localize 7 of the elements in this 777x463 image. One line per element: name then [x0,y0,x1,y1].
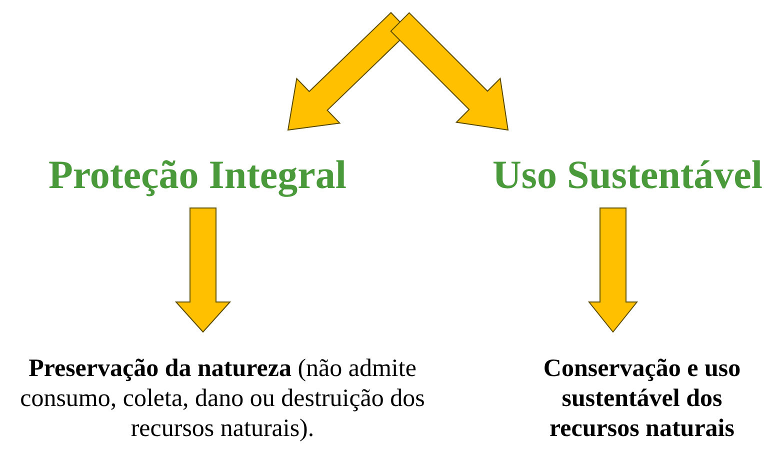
block-arrow [390,12,509,131]
category-heading: Proteção Integral [25,152,370,198]
block-arrow [588,208,638,333]
description-text: Preservação da natureza (não admite consumo, coleta, dano ou destruição dos recursos naturais). [20,354,425,444]
block-arrow [174,208,232,333]
description-text: Conservação e uso sustentável dos recursos naturais [522,354,762,444]
category-heading: Uso Sustentável [480,152,775,198]
